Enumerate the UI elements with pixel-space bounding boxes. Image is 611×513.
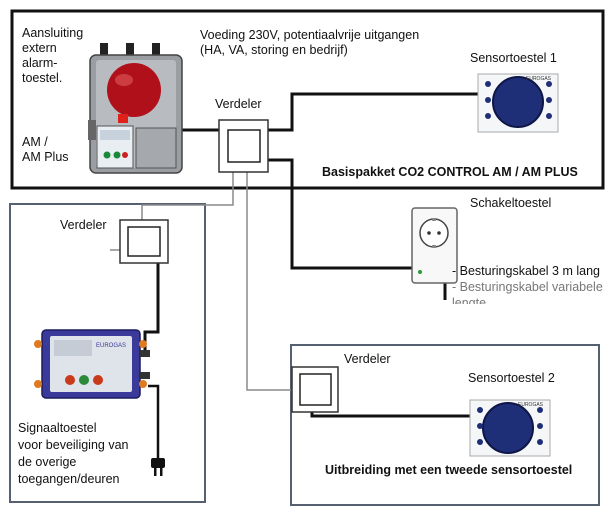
main-control-unit [88, 43, 183, 174]
cable-variable-label: - Besturingskabel variabele [452, 280, 603, 294]
distributor-right [291, 366, 339, 413]
extension-cables [110, 172, 292, 391]
sensor-1-label: Sensortoestel 1 [470, 51, 557, 65]
signal-section-frame [9, 203, 206, 503]
cable-variable-cont-label: lengte [452, 296, 487, 304]
signal-device-label: Signaaltoestel voor beveiliging van de o… [18, 421, 129, 486]
distributor-left [119, 219, 169, 264]
distributor-left-label: Verdeler [60, 218, 107, 232]
extension-label: Uitbreiding met een tweede sensortoestel [325, 463, 573, 477]
power-supply-label: Voeding 230V, potentiaalvrije uitgangen … [200, 28, 420, 57]
signal-device-brand: EUROGAS [96, 343, 126, 349]
power-plug [148, 384, 165, 476]
alarm-connection-label: Aansluiting extern alarm- toestel. [22, 26, 84, 85]
am-plus-label: AM / AM Plus [22, 135, 69, 164]
sensor-2-device: EUROGAS [469, 399, 551, 457]
sensor-2-brand: EUROGAS [518, 402, 544, 408]
distributor-main [218, 119, 269, 173]
distributor-right-label: Verdeler [344, 352, 391, 366]
distributor-main-label: Verdeler [215, 97, 262, 111]
alarm-dome [107, 63, 161, 117]
cable-fixed-label: - Besturingskabel 3 m lang [452, 264, 600, 278]
signal-device: EUROGAS [34, 329, 150, 399]
switch-device-label: Schakeltoestel [470, 196, 552, 210]
basic-package-frame [10, 9, 605, 190]
sensor-1-device: EUROGAS [477, 73, 559, 133]
basic-package-label: Basispakket CO2 CONTROL AM / AM PLUS [322, 165, 578, 179]
sensor-2-label: Sensortoestel 2 [468, 371, 555, 385]
switch-device [411, 207, 458, 284]
sensor-1-brand: EUROGAS [526, 76, 552, 82]
extension-frame [290, 344, 600, 506]
